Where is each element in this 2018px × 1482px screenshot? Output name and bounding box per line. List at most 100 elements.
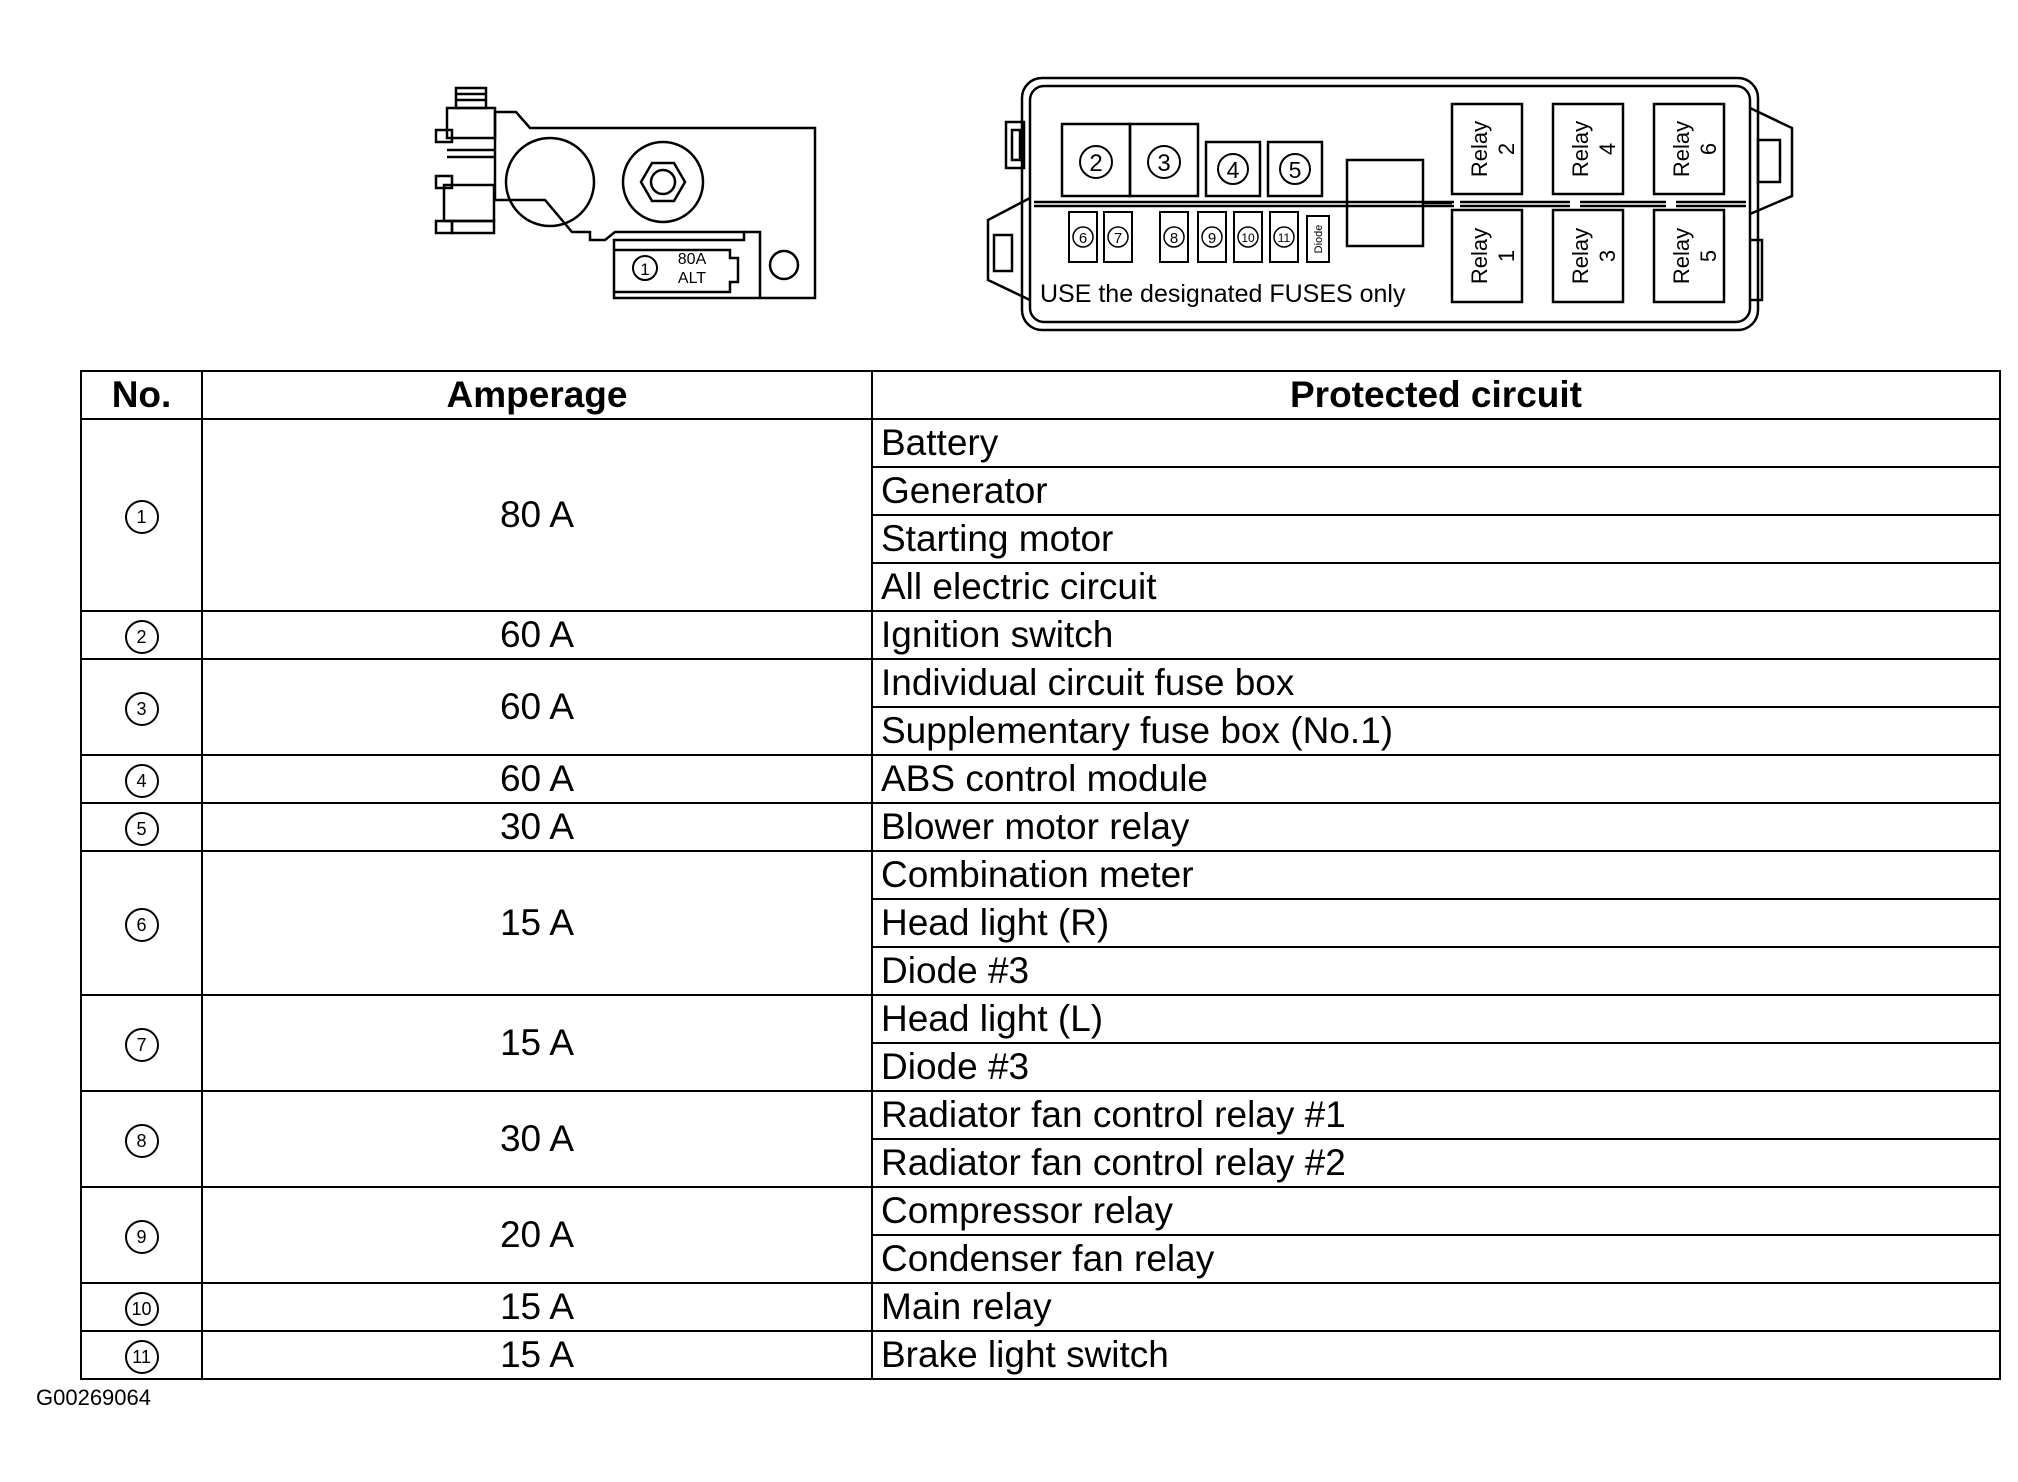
relay-2-word: Relay — [1467, 121, 1492, 177]
fuse-number-badge: 3 — [124, 692, 159, 727]
header-no: No. — [80, 370, 203, 420]
fuse-number-badge: 1 — [124, 500, 159, 535]
large-fuse-3: 3 — [1128, 122, 1200, 198]
fuse-number-badge: 4 — [124, 764, 159, 799]
relay-1-word: Relay — [1467, 228, 1492, 284]
diode-slot: Diode — [1306, 215, 1330, 263]
alt-fuse-number: 1 — [640, 260, 649, 279]
relay-1: Relay 1 — [1450, 208, 1524, 304]
large-fuse-4: 4 — [1204, 140, 1262, 198]
protected-circuit-cell: Radiator fan control relay #1 — [871, 1090, 2001, 1140]
large-fuse-3-label: 3 — [1157, 150, 1170, 177]
amperage-cell: 15 A — [201, 850, 873, 996]
relay-4-word: Relay — [1568, 121, 1593, 177]
small-fuse-9-label: 9 — [1208, 230, 1216, 247]
amperage-cell: 30 A — [201, 1090, 873, 1188]
protected-circuit-cell: Compressor relay — [871, 1186, 2001, 1236]
amperage-cell: 15 A — [201, 994, 873, 1092]
protected-circuit-cell: Diode #3 — [871, 1042, 2001, 1092]
relay-4: Relay 4 — [1551, 102, 1625, 196]
protected-circuit-cell: Combination meter — [871, 850, 2001, 900]
protected-circuit-cell: Supplementary fuse box (No.1) — [871, 706, 2001, 756]
large-fuse-5-label: 5 — [1289, 157, 1302, 183]
protected-circuit-cell: Head light (L) — [871, 994, 2001, 1044]
fuse-number-badge: 7 — [124, 1028, 159, 1063]
diode-label: Diode — [1313, 225, 1325, 254]
small-fuse-9: 9 — [1197, 211, 1227, 263]
fuse-box-notice: USE the designated FUSES only — [1040, 280, 1406, 308]
fuse-number-cell: 8 — [80, 1090, 203, 1188]
fuse-diagram: 1 80A ALT 2 3 4 — [434, 76, 1794, 332]
fuse-box-housing — [986, 76, 1794, 332]
protected-circuit-cell: Ignition switch — [871, 610, 2001, 660]
amperage-cell: 30 A — [201, 802, 873, 852]
relay-6-word: Relay — [1669, 121, 1694, 177]
relay-6-number: 6 — [1696, 143, 1721, 155]
large-fuse-2-label: 2 — [1089, 150, 1102, 177]
relay-3-word: Relay — [1568, 228, 1593, 284]
protected-circuit-cell: Diode #3 — [871, 946, 2001, 996]
relay-5-word: Relay — [1669, 228, 1694, 284]
relay-3: Relay 3 — [1551, 208, 1625, 304]
fuse-number-cell: 5 — [80, 802, 203, 852]
header-amperage: Amperage — [201, 370, 873, 420]
table-row: Condenser fan relay — [81, 1234, 2001, 1284]
protected-circuit-cell: Blower motor relay — [871, 802, 2001, 852]
small-fuse-11: 11 — [1269, 211, 1299, 263]
fuse-number-cell: 9 — [80, 1186, 203, 1284]
table-row: Generator — [81, 466, 2001, 516]
alt-fuse-number-badge — [632, 255, 658, 281]
fuse-number-badge: 5 — [124, 812, 159, 847]
fuse-number-cell: 6 — [80, 850, 203, 996]
table-row: Radiator fan control relay #2 — [81, 1138, 2001, 1188]
amperage-cell: 15 A — [201, 1282, 873, 1332]
amperage-cell: 60 A — [201, 610, 873, 660]
small-fuse-10-label: 10 — [1241, 231, 1255, 245]
protected-circuit-cell: Generator — [871, 466, 2001, 516]
large-fuse-5: 5 — [1266, 140, 1324, 198]
figure-code: G00269064 — [36, 1385, 151, 1410]
relay-4-number: 4 — [1595, 143, 1620, 155]
fuse-number-badge: 10 — [124, 1292, 159, 1327]
protected-circuit-cell: Radiator fan control relay #2 — [871, 1138, 2001, 1188]
fuse-number-cell: 4 — [80, 754, 203, 804]
amperage-cell: 80 A — [201, 418, 873, 612]
alt-fuse-rating: 80A — [678, 251, 707, 268]
fuse-number-badge: 11 — [124, 1340, 159, 1375]
table-row: Diode #3 — [81, 946, 2001, 996]
amperage-cell: 60 A — [201, 658, 873, 756]
relay-5-number: 5 — [1696, 250, 1721, 262]
protected-circuit-cell: All electric circuit — [871, 562, 2001, 612]
protected-circuit-cell: ABS control module — [871, 754, 2001, 804]
small-fuse-8-label: 8 — [1170, 230, 1178, 247]
fuse-number-badge: 8 — [124, 1124, 159, 1159]
alt-fuse-label: ALT — [678, 270, 706, 287]
fuse-number-cell: 7 — [80, 994, 203, 1092]
battery-terminal — [434, 86, 817, 300]
small-fuse-7-label: 7 — [1114, 230, 1122, 247]
relay-2: Relay 2 — [1450, 102, 1524, 196]
small-fuse-10: 10 — [1233, 211, 1263, 263]
protected-circuit-cell: Individual circuit fuse box — [871, 658, 2001, 708]
table-row: Head light (R) — [81, 898, 2001, 948]
small-fuse-8: 8 — [1159, 211, 1189, 263]
table-row: Diode #3 — [81, 1042, 2001, 1092]
small-fuse-7: 7 — [1103, 211, 1133, 263]
protected-circuit-cell: Main relay — [871, 1282, 2001, 1332]
protected-circuit-cell: Battery — [871, 418, 2001, 468]
protected-circuit-cell: Condenser fan relay — [871, 1234, 2001, 1284]
relay-2-number: 2 — [1494, 143, 1519, 155]
fuse-number-badge: 2 — [124, 620, 159, 655]
small-fuse-11-label: 11 — [1278, 231, 1291, 245]
